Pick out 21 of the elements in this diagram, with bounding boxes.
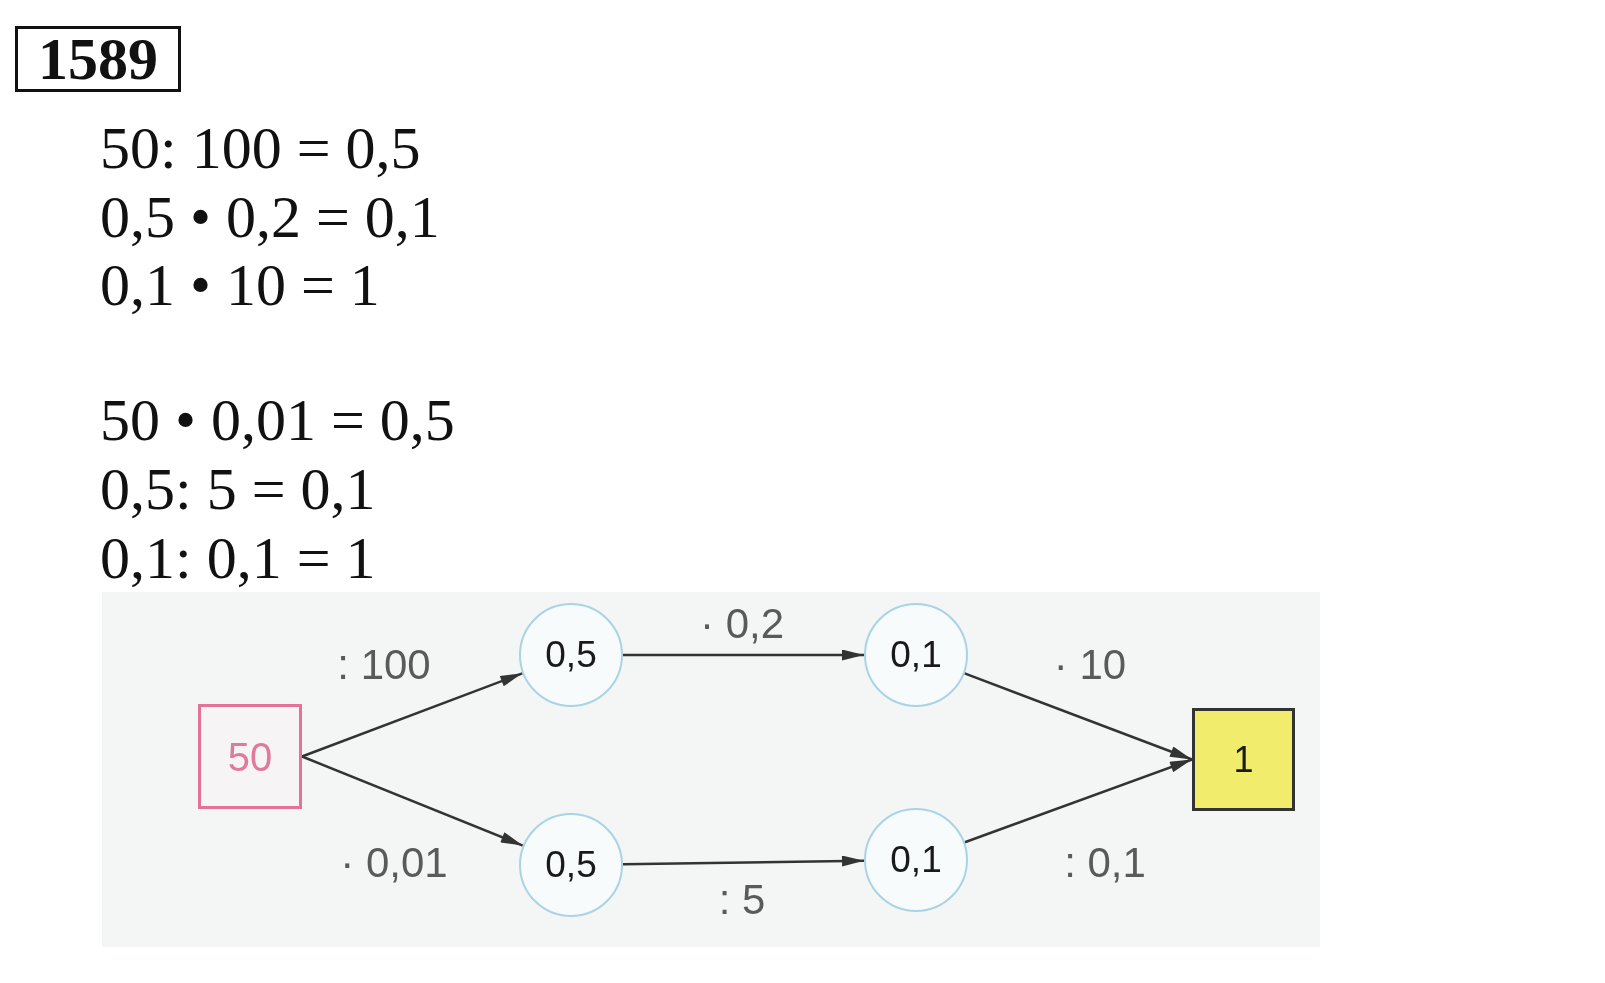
equation: 50: 100 = 0,5 <box>100 115 421 181</box>
node-value: 0,5 <box>545 634 597 676</box>
arrow <box>622 855 865 867</box>
start-square <box>198 704 302 809</box>
node-value: 1 <box>1233 739 1254 780</box>
equation: 0,1: 0,1 = 1 <box>100 525 376 591</box>
arrow <box>623 649 864 661</box>
node-value: 0,1 <box>890 634 942 676</box>
equation: 0,5: 5 = 0,1 <box>100 456 376 522</box>
node-value: 50 <box>227 734 273 779</box>
result-square <box>1192 708 1295 811</box>
arrow <box>301 672 523 758</box>
problem-number: 1589 <box>15 26 181 92</box>
arrow <box>964 758 1193 844</box>
equation: 0,1 • 10 = 1 <box>100 252 380 318</box>
arrow <box>964 672 1193 761</box>
equation: 0,5 • 0,2 = 0,1 <box>100 184 440 250</box>
node-value: 0,1 <box>890 839 942 881</box>
node-value: 0,5 <box>545 844 597 886</box>
arrow <box>301 755 524 847</box>
equation: 50 • 0,01 = 0,5 <box>100 387 455 453</box>
